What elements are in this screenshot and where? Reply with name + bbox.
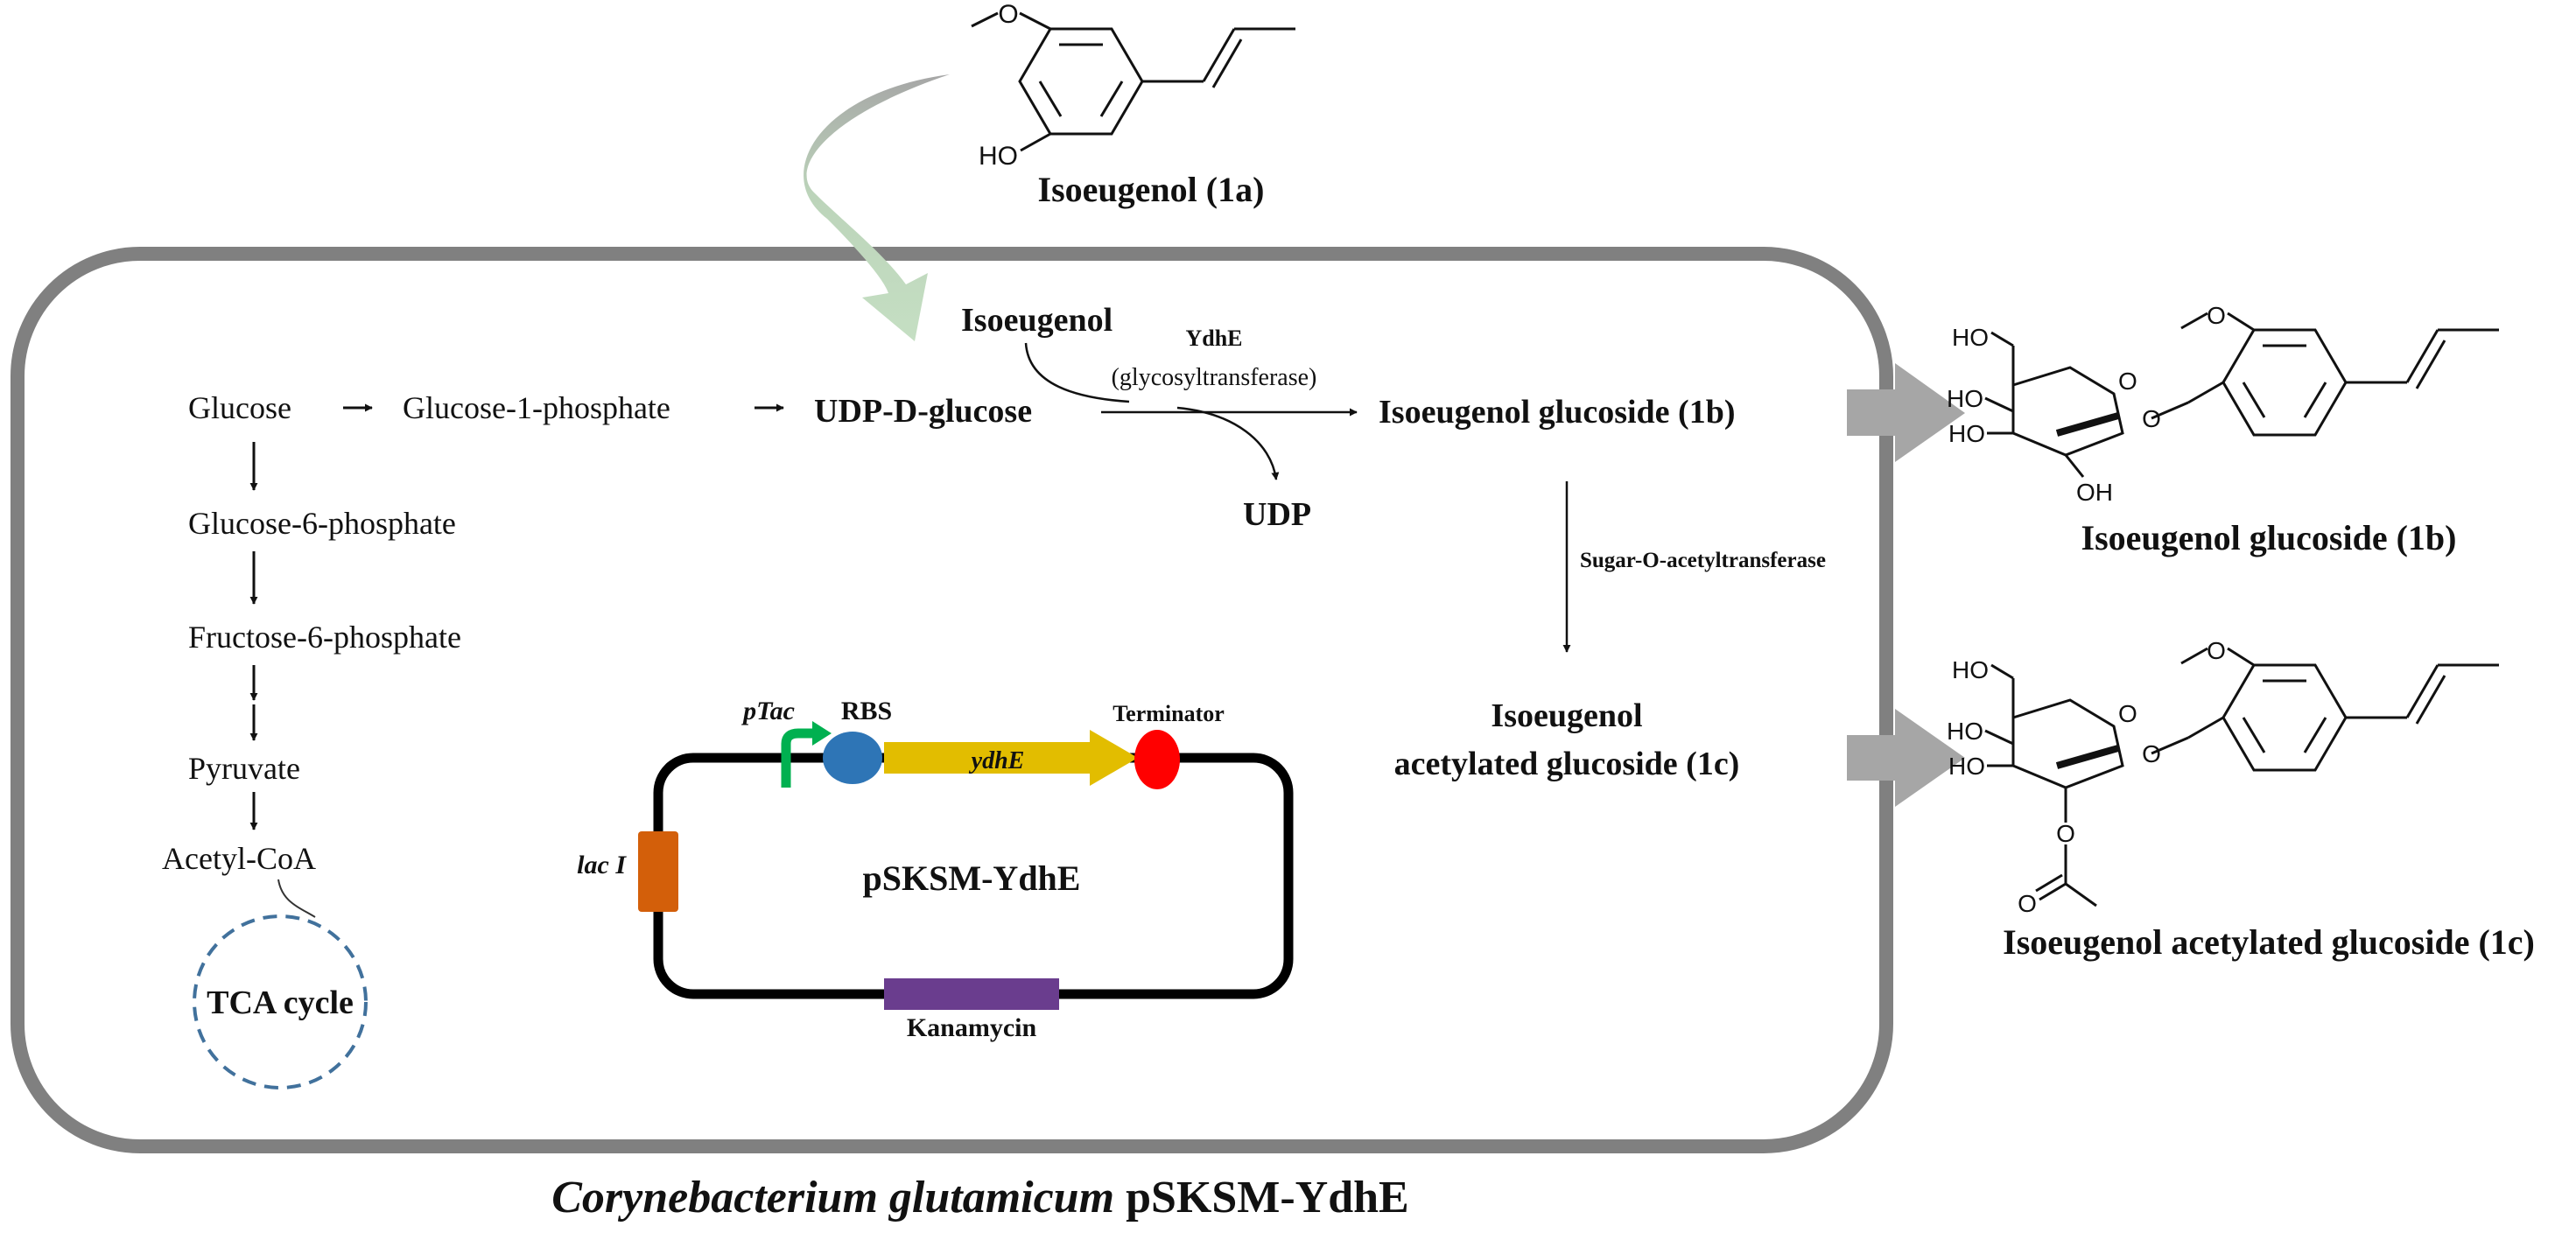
- rbs-label: RBS: [841, 697, 892, 725]
- isoeugenol-structure: O HO: [971, 0, 1295, 171]
- glucose-label: Glucose: [188, 390, 291, 425]
- glucoside-product-label: Isoeugenol glucoside (1b): [2081, 518, 2457, 557]
- acetylated-label-line1: Isoeugenol: [1491, 697, 1642, 734]
- uptake-arrow: [804, 74, 950, 341]
- fructose-6-phosphate-label: Fructose-6-phosphate: [188, 620, 461, 655]
- tca-cycle-label: TCA cycle: [207, 984, 354, 1021]
- acetylated-oh3-label: HO: [1948, 753, 1985, 780]
- udp-label: UDP: [1243, 496, 1311, 533]
- methoxy-o-label: O: [998, 0, 1018, 29]
- kanamycin-element: [884, 978, 1059, 1010]
- export-arrow-glucoside: [1847, 363, 1965, 462]
- acetyl-coa-label: Acetyl-CoA: [162, 841, 316, 876]
- plasmid-name-label: pSKSM-YdhE: [863, 858, 1081, 898]
- glucoside-intracellular-label: Isoeugenol glucoside (1b): [1379, 394, 1735, 431]
- acetylated-oh6-label: HO: [1952, 656, 1989, 683]
- glucoside-oh3-label: HO: [1948, 420, 1985, 447]
- pyruvate-label: Pyruvate: [188, 751, 300, 786]
- lac-i-label: lac I: [577, 851, 627, 879]
- export-arrow-acetylated: [1847, 709, 1965, 807]
- glucose-6-phosphate-label: Glucose-6-phosphate: [188, 506, 456, 541]
- ydhe-gene-arrow: [884, 730, 1138, 786]
- glucose-1-phosphate-label: Glucose-1-phosphate: [403, 390, 670, 425]
- acetyl-carbonyl-o-label: O: [2018, 890, 2037, 917]
- glucoside-oh2-label: OH: [2076, 479, 2113, 506]
- glycosylation-reaction: Isoeugenol YdhE (glycosyltransferase) UD…: [961, 302, 1826, 782]
- substrate-label: Isoeugenol (1a): [1038, 170, 1265, 209]
- glucoside-structure: O O O HO HO HO OH: [1947, 302, 2499, 506]
- acetyltransferase-label: Sugar-O-acetyltransferase: [1580, 549, 1826, 572]
- hydroxyl-ho-label: HO: [979, 142, 1018, 171]
- cell-boundary: [11, 247, 1893, 1153]
- acetylated-label-line2: acetylated glucoside (1c): [1394, 746, 1740, 782]
- isoeugenol-label: Isoeugenol: [961, 302, 1113, 339]
- enzyme-name-label: YdhE: [1185, 326, 1242, 351]
- terminator-element: [1134, 730, 1180, 789]
- kanamycin-label: Kanamycin: [907, 1013, 1037, 1042]
- acetylated-o-methoxy-label: O: [2207, 637, 2226, 664]
- organism-caption: Corynebacterium glutamicum pSKSM-YdhE: [551, 1173, 1409, 1222]
- plasmid-map: lac I Kanamycin pTac RBS ydhE Terminator…: [577, 697, 1294, 1042]
- acetylated-product-label: Isoeugenol acetylated glucoside (1c): [2003, 922, 2535, 962]
- acetylated-o-link-label: O: [2142, 740, 2161, 767]
- promoter-label: pTac: [741, 697, 795, 725]
- promoter-arrow-icon: [781, 728, 816, 788]
- udp-glucose-label: UDP-D-glucose: [814, 393, 1032, 430]
- tca-cycle-circle: [193, 914, 368, 1089]
- glucoside-oh6-label: HO: [1952, 324, 1989, 351]
- glucoside-ring-o-label: O: [2118, 368, 2137, 395]
- strain-name: pSKSM-YdhE: [1126, 1173, 1409, 1222]
- enzyme-class-label: (glycosyltransferase): [1112, 364, 1317, 391]
- glucoside-oh4-label: HO: [1947, 385, 1983, 412]
- ydhe-gene-label: ydhE: [969, 747, 1025, 774]
- lac-i-element: [638, 831, 678, 912]
- central-metabolism: Glucose Glucose-1-phosphate UDP-D-glucos…: [162, 390, 1032, 1089]
- glucoside-o-methoxy-label: O: [2207, 302, 2226, 329]
- rbs-element: [823, 732, 882, 784]
- species-name: Corynebacterium glutamicum: [551, 1173, 1114, 1222]
- glucoside-o-link-label: O: [2142, 405, 2161, 432]
- terminator-label: Terminator: [1113, 701, 1225, 726]
- acetylated-oh4-label: HO: [1947, 718, 1983, 745]
- acetylated-ring-o-label: O: [2118, 700, 2137, 727]
- acetyl-ester-o-label: O: [2056, 820, 2075, 847]
- acetylated-glucoside-structure: O O O HO HO HO O O: [1947, 637, 2499, 917]
